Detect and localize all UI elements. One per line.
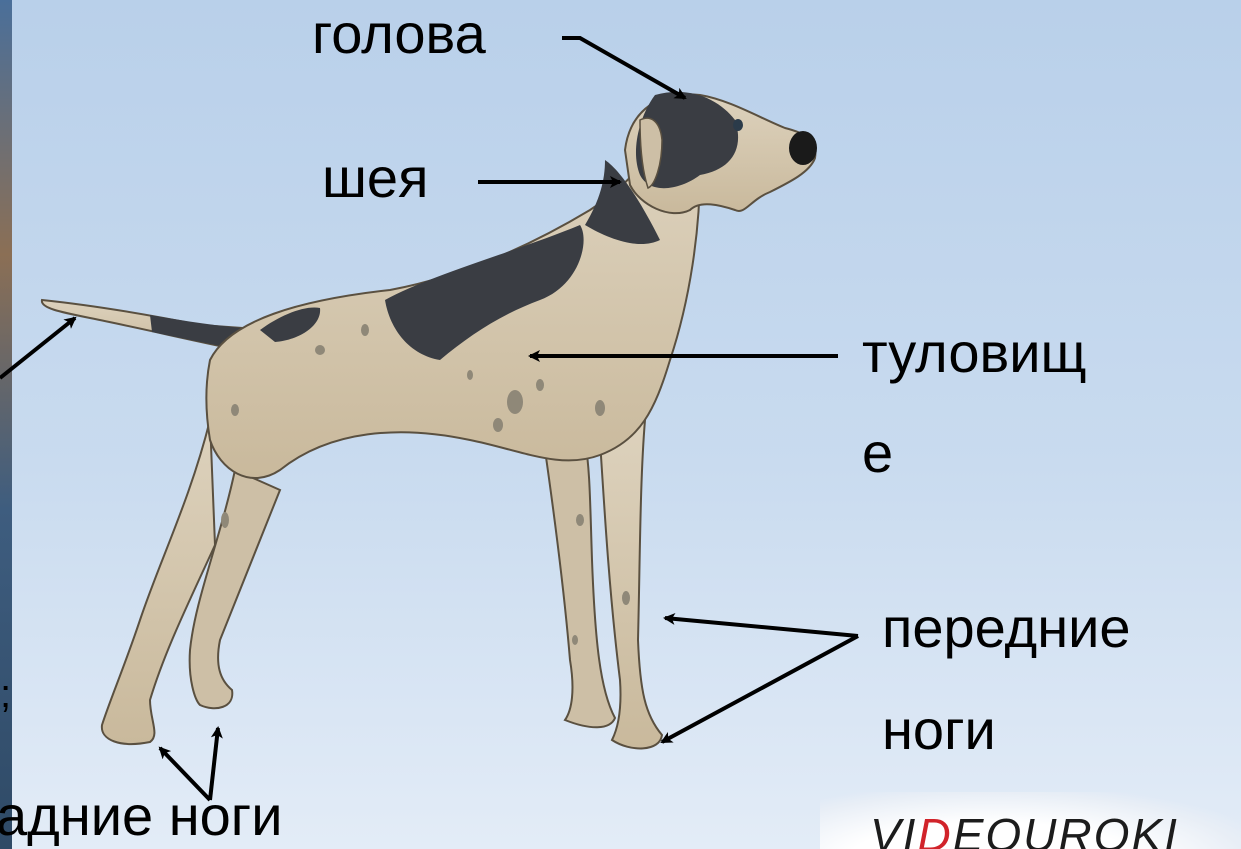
label-body-line2: е [862, 425, 893, 481]
dog-head [585, 92, 817, 244]
logo-suffix: EOUROKI [953, 809, 1179, 849]
arrow-tail [0, 318, 75, 378]
logo-highlight: D [917, 809, 952, 849]
label-front-legs-line1: передние [882, 600, 1131, 656]
label-neck: шея [322, 150, 428, 206]
arrow-front-leg-lower [662, 636, 858, 742]
label-left-fragment: ; [0, 672, 11, 717]
label-front-legs-line2: ноги [882, 702, 996, 758]
label-head: голова [312, 6, 486, 62]
videouroki-logo: VIDEOUROKI [870, 808, 1179, 849]
label-body-line1: туловищ [862, 325, 1087, 381]
label-hind-legs: адние ноги [0, 788, 283, 844]
dog-front-legs [545, 420, 662, 748]
logo-prefix: VI [870, 809, 917, 849]
arrow-front-leg-upper [665, 618, 858, 636]
arrow-head [562, 38, 685, 98]
